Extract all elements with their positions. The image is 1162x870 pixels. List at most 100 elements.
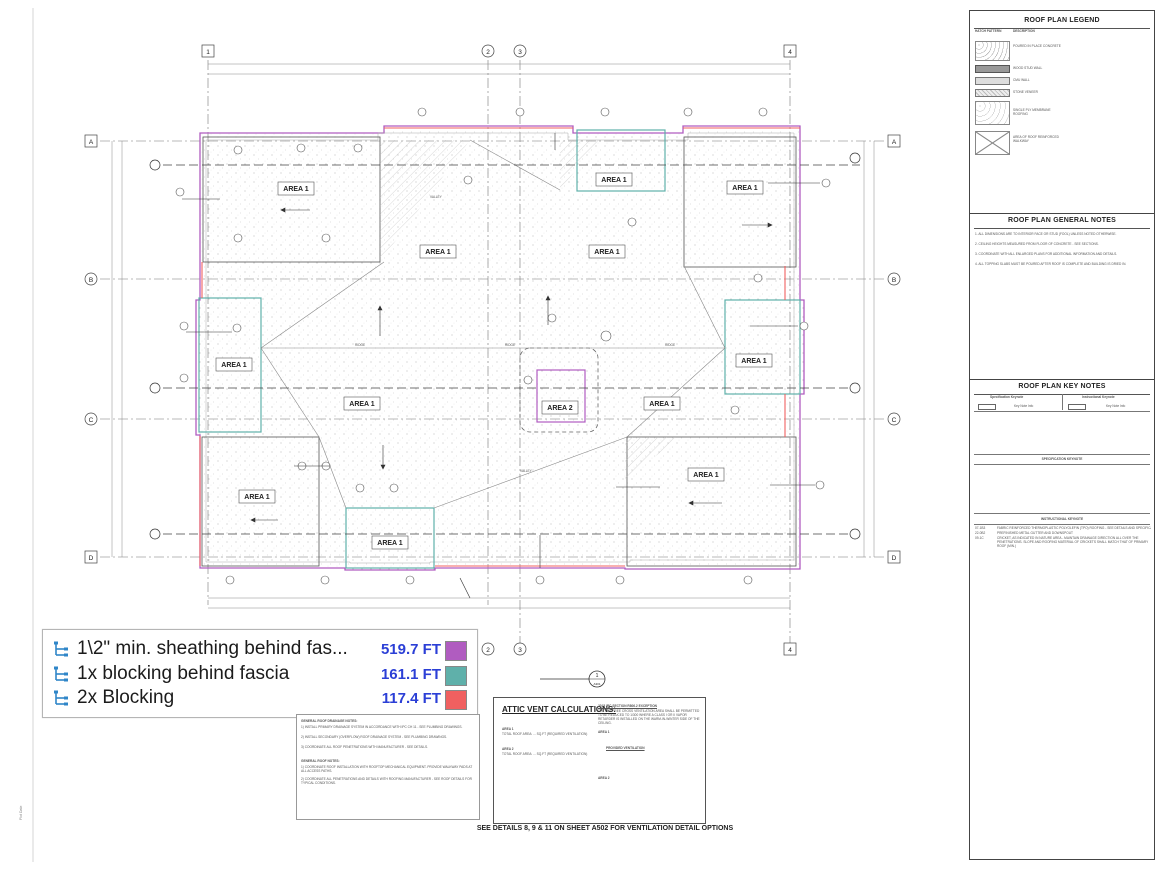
general-note-4: 4. ALL TOPPING SLABS MUST BE POURED AFTE…: [975, 262, 1127, 266]
measure-row-1x-blocking[interactable]: 1x blocking behind fascia 161.1 FT: [49, 663, 473, 686]
grid-col-2-top: 2: [486, 49, 490, 56]
drainage-notes-title: GENERAL ROOF DRAINAGE NOTES:: [301, 719, 358, 723]
ridge-label-3: RIDGE: [665, 343, 675, 347]
measure-swatch-2x-blocking: [445, 690, 467, 710]
hatch-wood-stud: [975, 65, 1010, 73]
area-label-se: AREA 1: [693, 472, 719, 479]
measure-swatch-sheathing: [445, 641, 467, 661]
hatch-membrane: [975, 101, 1010, 125]
drainage-notes: GENERAL ROOF DRAINAGE NOTES: 1) INSTALL …: [296, 714, 480, 820]
grid-col-4-bottom: 4: [788, 647, 792, 654]
legend-col-desc: DESCRIPTION: [1013, 29, 1035, 33]
area-label-n: AREA 1: [601, 177, 627, 184]
grid-row-b-left: B: [89, 277, 93, 284]
ridge-label-2: RIDGE: [505, 343, 515, 347]
measurement-legend: 1\2" min. sheathing behind fas... 519.7 …: [42, 629, 478, 718]
general-notes-section: ROOF PLAN GENERAL NOTES 1. ALL DIMENSION…: [970, 213, 1154, 380]
legend-desc-membrane: SINGLE PLY MEMBRANE ROOFING: [1013, 108, 1051, 116]
attic-area2-right-label: AREA 2: [598, 776, 610, 780]
attic-provided-label: PROVIDED VENTILATION: [606, 746, 645, 750]
general-notes-title: ROOF PLAN GENERAL NOTES: [1008, 217, 1116, 224]
roof-note-2: 2) COORDINATE ALL PENETRATIONS AND DETAI…: [301, 777, 472, 785]
area-label-center-right-top: AREA 1: [594, 249, 620, 256]
grid-col-3-bottom: 3: [518, 647, 522, 654]
area-label-nw: AREA 1: [283, 186, 309, 193]
attic-area1-text: TOTAL ROOF AREA: ... SQ.FT (REQUIRED VEN…: [502, 732, 588, 736]
area-label-center-left-top: AREA 1: [425, 249, 451, 256]
drainage-note-2: 2) INSTALL SECONDARY (OVERFLOW) ROOF DRA…: [301, 735, 448, 739]
grid-row-c-right: C: [892, 417, 897, 424]
section-tag-number: 1: [596, 673, 599, 679]
grid-row-a-left: A: [89, 139, 94, 146]
instr-code-2: 22-0B2: [975, 531, 986, 535]
svg-text:Plot Date: Plot Date: [19, 806, 23, 820]
grid-col-3-top: 3: [518, 49, 522, 56]
instr-code-3: 09-1C: [975, 536, 984, 540]
area-label-center-right-bottom: AREA 1: [649, 401, 675, 408]
measure-label-2x-blocking: 2x Blocking: [77, 687, 175, 708]
instr-text-3: CRICKET, AS INDICATED IN NATURE AREA - M…: [997, 536, 1149, 548]
instr-code-1: 07-1B3: [975, 526, 986, 530]
measure-line-icon: [54, 690, 68, 706]
measure-value-2x-blocking: 117.4 FT: [381, 690, 441, 707]
roof-note-1: 1) COORDINATE ROOF INSTALLATION WITH ROO…: [301, 765, 473, 773]
grid-row-b-right: B: [892, 277, 896, 284]
grid-col-4-top: 4: [788, 49, 792, 56]
instr-text-2: PREFINISHED METAL GUTTER AND DOWNSPOUT: [997, 531, 1073, 535]
measure-label-sheathing: 1\2" min. sheathing behind fas...: [77, 638, 348, 659]
grid-col-2-bottom: 2: [486, 647, 490, 654]
area-label-east: AREA 1: [741, 358, 767, 365]
legend-desc-cmu: CMU WALL: [1013, 78, 1030, 82]
blocking-lines: [199, 127, 800, 567]
title-block-panel: ROOF PLAN LEGEND HATCH PATTERN DESCRIPTI…: [969, 10, 1155, 860]
legend-section: ROOF PLAN LEGEND HATCH PATTERN DESCRIPTI…: [970, 11, 1154, 214]
valley-label-2: VALLEY: [520, 469, 533, 473]
section-tag-sheet: A301: [593, 682, 600, 686]
general-note-3: 3. COORDINATE WITH ALL ENLARGED PLANS FO…: [975, 252, 1118, 256]
legend-desc-concrete: POURED IN PLACE CONCRETE: [1013, 44, 1061, 48]
roof-wings: [198, 129, 801, 569]
legend-title: ROOF PLAN LEGEND: [1024, 17, 1100, 24]
instr-keynote-section: INSTRUCTIONAL KEYNOTE: [1040, 517, 1084, 521]
grid-row-d-right: D: [892, 555, 897, 562]
spec-keynote-section: SPECIFICATION KEYNOTE: [1041, 457, 1083, 461]
attic-exception-text: THE NET FREE CROSS VENTILATION AREA SHAL…: [598, 709, 700, 725]
ventilation-detail-note: SEE DETAILS 8, 9 & 11 ON SHEET A502 FOR …: [476, 825, 734, 832]
area-label-ne: AREA 1: [732, 185, 758, 192]
key-notes-section: ROOF PLAN KEY NOTES Specification Keynot…: [970, 379, 1154, 859]
measure-value-sheathing: 519.7 FT: [380, 641, 441, 658]
measure-swatch-1x-blocking: [445, 666, 467, 686]
grid-col-1-top: 1: [206, 49, 210, 56]
legend-desc-wood: WOOD STUD WALL: [1013, 66, 1043, 70]
instr-keynote-header: Instructional Keynote: [1082, 395, 1115, 399]
grid-row-d-left: D: [89, 555, 94, 562]
attic-area1-right-label: AREA 1: [598, 730, 610, 734]
attic-title: ATTIC VENT CALCULATIONS:: [502, 705, 616, 714]
general-note-1: 1. ALL DIMENSIONS ARE TO INTERIOR FACE O…: [975, 232, 1117, 236]
instr-text-1: FABRIC REINFORCED THERMOPLASTIC POLYOLEF…: [997, 526, 1151, 530]
attic-vent-calculations: ATTIC VENT CALCULATIONS: AREA 1 TOTAL RO…: [493, 697, 706, 824]
legend-desc-walkway: AREA OF ROOF REINFORCED WALKWAY: [1013, 135, 1059, 143]
valley-label-1: VALLEY: [430, 195, 443, 199]
roof-notes-title: GENERAL ROOF NOTES:: [301, 759, 340, 763]
hatch-concrete: [975, 41, 1010, 61]
attic-area2-label: AREA 2: [502, 747, 514, 751]
key-notes-title: ROOF PLAN KEY NOTES: [1018, 383, 1106, 390]
area-label-west: AREA 1: [221, 362, 247, 369]
hatch-stone: [975, 89, 1010, 97]
legend-col-hatch: HATCH PATTERN: [975, 29, 1002, 33]
grid-row-c-left: C: [89, 417, 94, 424]
measure-label-1x-blocking: 1x blocking behind fascia: [77, 663, 290, 684]
spec-keynote-header: Specification Keynote: [990, 395, 1024, 399]
ridge-label-1: RIDGE: [355, 343, 365, 347]
measure-row-2x-blocking[interactable]: 2x Blocking 117.4 FT: [49, 687, 473, 710]
measure-row-sheathing[interactable]: 1\2" min. sheathing behind fas... 519.7 …: [49, 638, 473, 661]
drainage-note-1: 1) INSTALL PRIMARY DRAINAGE SYSTEM IN AC…: [301, 725, 463, 729]
instr-keynote-value: Key Note Info: [1106, 404, 1126, 408]
measure-line-icon: [54, 666, 68, 682]
attic-exception-heading: 2015 IRC SECTION R806.2 EXCEPTION: [598, 704, 657, 708]
area-label-area-2: AREA 2: [547, 405, 573, 412]
hatch-cmu: [975, 77, 1010, 85]
general-note-2: 2. CEILING HEIGHTS MEASURED FROM FLOOR O…: [975, 242, 1099, 246]
spec-keynote-value: Key Note Info: [1014, 404, 1034, 408]
